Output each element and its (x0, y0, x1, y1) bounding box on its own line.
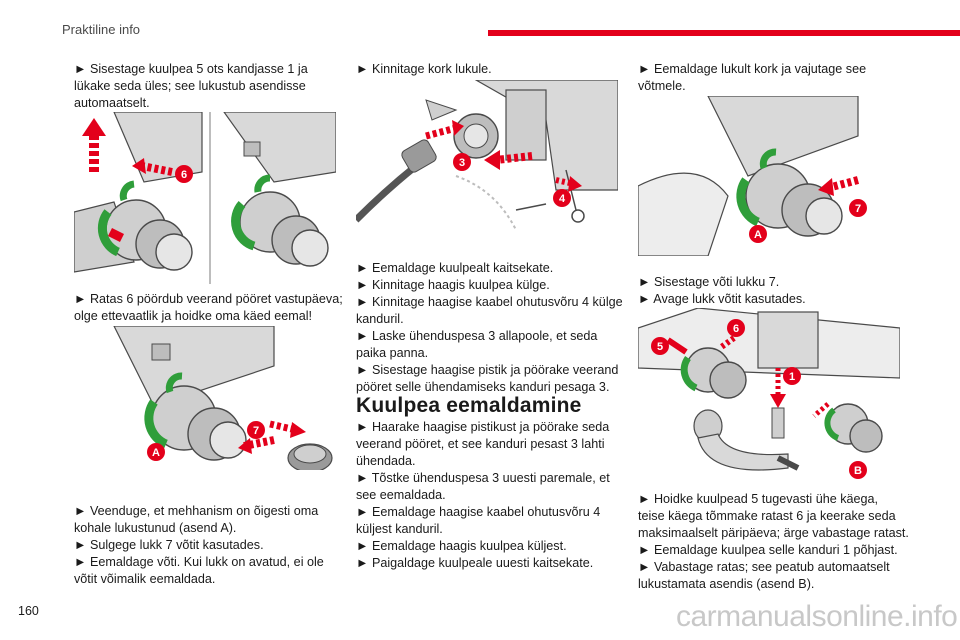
text-line: see eemaldada. (356, 488, 446, 502)
header-accent-bar (488, 30, 960, 36)
text-line: ► Avage lukk võtit kasutades. (638, 292, 806, 306)
col1-paragraph-2: ► Ratas 6 pöördub veerand pööret vastupä… (74, 291, 343, 325)
callout-label: 1 (789, 371, 795, 383)
figure-lock-closing: 7 A (74, 326, 336, 470)
text-line: kohale lukustunud (asend A). (74, 521, 237, 535)
figure-socket-connection: 3 4 (356, 80, 618, 252)
text-line: ► Veenduge, et mehhanism on õigesti oma (74, 504, 319, 518)
figure-wheel-rotation: 6 (74, 112, 336, 284)
text-line: ühendada. (356, 454, 416, 468)
text-line: ► Haarake haagise pistikust ja pöörake s… (356, 420, 610, 434)
col1-paragraph-1: ► Sisestage kuulpea 5 ots kandjasse 1 ja… (74, 61, 308, 112)
text-line: ► Eemaldage võti. Kui lukk on avatud, ei… (74, 555, 324, 569)
text-line: pööret selle ühendamiseks kanduri pesaga… (356, 380, 610, 394)
text-line: lukustamata asendis (asend B). (638, 577, 815, 591)
callout-label: 7 (253, 425, 259, 437)
text-line: ► Sulgege lukk 7 võtit kasutades. (74, 538, 264, 552)
col1-paragraph-3: ► Veenduge, et mehhanism on õigesti oma … (74, 503, 324, 588)
text-line: ► Sisestage haagise pistik ja pöörake ve… (356, 363, 619, 377)
text-line: ► Kinnitage haagise kaabel ohutusvõru 4 … (356, 295, 623, 309)
callout-label: 3 (459, 157, 465, 169)
callout-label: 7 (855, 203, 861, 215)
text-line: võtmele. (638, 79, 686, 93)
lock-closing-illustration: 7 A (113, 326, 333, 470)
text-line: ► Eemaldage kuulpea selle kanduri 1 põhj… (638, 543, 898, 557)
text-line: ► Laske ühenduspesa 3 allapoole, et seda (356, 329, 598, 343)
text-line: ► Sisestage võti lukku 7. (638, 275, 780, 289)
text-line: ► Eemaldage haagis kuulpea küljest. (356, 539, 567, 553)
callout-label: 6 (181, 169, 187, 181)
section-title: Praktiline info (62, 22, 141, 37)
text-line: ► Eemaldage haagise kaabel ohutusvõru 4 (356, 505, 601, 519)
text-line: veerand pööret, et see kanduri pesast 3 … (356, 437, 605, 451)
text-line: võtit võimalik eemaldada. (74, 572, 216, 586)
text-line: paika panna. (356, 346, 429, 360)
text-line: teise käega tõmmake ratast 6 ja keerake … (638, 509, 896, 523)
text-line: ► Hoidke kuulpead 5 tugevasti ühe käega, (638, 492, 879, 506)
socket-connection-illustration: 3 4 (356, 80, 618, 231)
text-line: ► Vabastage ratas; see peatub automaatse… (638, 560, 890, 574)
text-line: lükake seda üles; see lukustub asendisse (74, 79, 306, 93)
text-line: ► Tõstke ühenduspesa 3 uuesti paremale, … (356, 471, 610, 485)
text-line: kanduril. (356, 312, 404, 326)
col2-paragraph-3: ► Haarake haagise pistikust ja pöörake s… (356, 419, 610, 572)
figure-lock-opening: 7 A (638, 96, 900, 256)
ballhead-removal-illustration: 6 5 1 B (638, 308, 900, 479)
col3-paragraph-2: ► Sisestage võti lukku 7. ► Avage lukk v… (638, 274, 806, 308)
col2-paragraph-1: ► Kinnitage kork lukule. (356, 61, 492, 78)
callout-label: 4 (559, 193, 566, 205)
col2-paragraph-2: ► Eemaldage kuulpealt kaitsekate. ► Kinn… (356, 260, 623, 396)
text-line: olge ettevaatlik ja hoidke oma käed eema… (74, 309, 313, 323)
text-line: ► Kinnitage haagis kuulpea külge. (356, 278, 550, 292)
callout-label: B (854, 465, 862, 477)
col3-paragraph-3: ► Hoidke kuulpead 5 tugevasti ühe käega,… (638, 491, 909, 593)
figure-ballhead-removal: 6 5 1 B (638, 308, 900, 480)
text-line: küljest kanduril. (356, 522, 443, 536)
callout-label: A (754, 229, 762, 241)
text-line: ► Paigaldage kuulpeale uuesti kaitsekate… (356, 556, 594, 570)
text-line: ► Sisestage kuulpea 5 ots kandjasse 1 ja (74, 62, 308, 76)
arrow-up-icon (82, 118, 106, 136)
text-line: ► Kinnitage kork lukule. (356, 62, 492, 76)
text-line: ► Eemaldage lukult kork ja vajutage see (638, 62, 867, 76)
arrow-down-icon (770, 394, 786, 408)
col3-paragraph-1: ► Eemaldage lukult kork ja vajutage see … (638, 61, 866, 95)
callout-label: A (152, 447, 160, 459)
watermark-text: carmanualsonline.info (676, 600, 958, 633)
lock-opening-illustration: 7 A (638, 96, 867, 256)
section-heading: Kuulpea eemaldamine (356, 394, 582, 417)
text-line: ► Ratas 6 pöördub veerand pööret vastupä… (74, 292, 343, 306)
page-number: 160 (18, 604, 39, 618)
callout-label: 5 (657, 341, 663, 353)
text-line: maksimaalselt päripäeva; ärge vabastage … (638, 526, 909, 540)
text-line: automaatselt. (74, 96, 150, 110)
callout-label: 6 (733, 323, 739, 335)
wheel-rotation-illustration: 6 (74, 112, 336, 284)
text-line: ► Eemaldage kuulpealt kaitsekate. (356, 261, 554, 275)
